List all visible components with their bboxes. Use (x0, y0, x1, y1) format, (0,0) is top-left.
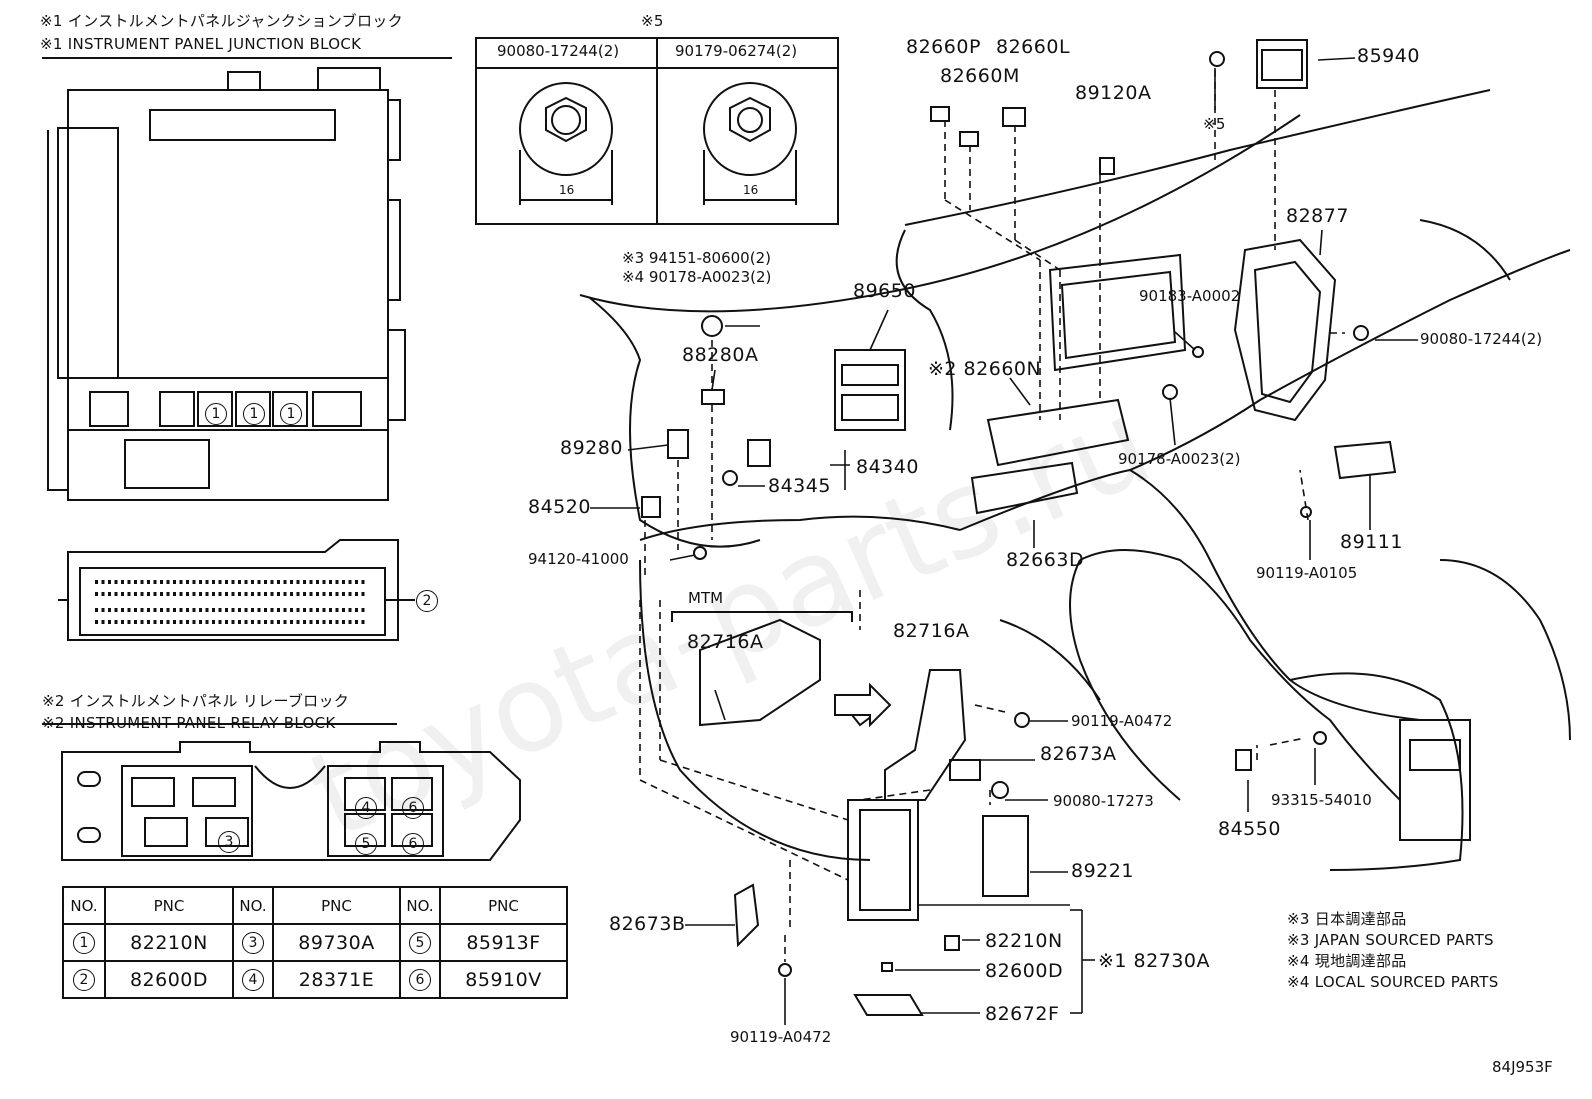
pnc-value-cell: 89730A (272, 923, 401, 962)
part-82730A[interactable]: ※1 82730A (1098, 950, 1210, 972)
nut-left-label: 90080-17244(2) (497, 42, 620, 60)
note-4-en: ※4 LOCAL SOURCED PARTS (1287, 973, 1499, 991)
part-82716A-right[interactable]: 82716A (893, 620, 970, 642)
junction-callout-1c: 1 (280, 403, 302, 425)
table-row: 1 82210N 3 89730A 5 85913F (62, 923, 568, 962)
part-90119-A0472-top[interactable]: 90119-A0472 (1071, 712, 1173, 730)
nut-right-dimension: 16 (743, 183, 759, 197)
pnc-no-cell: 3 (242, 931, 264, 954)
pnc-value-cell: 82210N (104, 923, 234, 962)
pnc-no-cell: 6 (409, 968, 431, 991)
part-82663D[interactable]: 82663D (1006, 549, 1085, 571)
part-84340[interactable]: 84340 (856, 456, 919, 478)
pnc-header-no-2: NO. (232, 886, 274, 925)
part-89221[interactable]: 89221 (1071, 860, 1134, 882)
part-82660N[interactable]: ※2 82660N (928, 358, 1042, 380)
part-82716A-left[interactable]: 82716A (687, 631, 764, 653)
part-82660M[interactable]: 82660M (940, 65, 1020, 87)
pnc-no-cell: 5 (409, 931, 431, 954)
diagram-id: 84J953F (1492, 1058, 1553, 1076)
pnc-value-cell: 85910V (439, 960, 568, 999)
pnc-value-cell: 82600D (104, 960, 234, 999)
part-93315-54010[interactable]: 93315-54010 (1271, 791, 1372, 809)
part-82673B[interactable]: 82673B (609, 913, 686, 935)
pnc-value-cell: 28371E (272, 960, 401, 999)
part-94151-80600[interactable]: ※3 94151-80600(2) (622, 249, 771, 267)
pnc-header-no-1: NO. (62, 886, 106, 925)
pnc-no-cell: 2 (73, 968, 95, 991)
dashboard-outline (579, 89, 1571, 871)
nut-box-frame (475, 37, 839, 225)
pnc-header-no-3: NO. (399, 886, 441, 925)
part-90178-A0023-top[interactable]: ※4 90178-A0023(2) (622, 268, 772, 286)
junction-block-drawing (47, 67, 406, 501)
junction-callout-1a: 1 (205, 403, 227, 425)
part-90183-A0002[interactable]: 90183-A0002 (1139, 287, 1241, 305)
part-82672F[interactable]: 82672F (985, 1003, 1060, 1025)
part-89280[interactable]: 89280 (560, 437, 623, 459)
note-4-jp: ※4 現地調達部品 (1287, 952, 1407, 970)
nut-right-label: 90179-06274(2) (675, 42, 798, 60)
part-82210N[interactable]: 82210N (985, 930, 1063, 952)
pnc-no-cell: 4 (242, 968, 264, 991)
relay-callout-6a: 6 (402, 797, 424, 819)
part-89650[interactable]: 89650 (853, 280, 916, 302)
nut-left-dimension: 16 (559, 183, 575, 197)
part-84520[interactable]: 84520 (528, 496, 591, 518)
part-90119-A0472-bottom[interactable]: 90119-A0472 (730, 1028, 832, 1046)
mtm-label: MTM (688, 589, 724, 607)
relay-callout-3: 3 (218, 831, 240, 853)
pnc-header-pnc-2: PNC (272, 886, 401, 925)
note-5-marker: ※5 (1203, 115, 1226, 133)
nut-box-note: ※5 (641, 12, 664, 30)
pnc-table-header-row: NO. PNC NO. PNC NO. PNC (62, 886, 568, 925)
pnc-value-cell: 85913F (439, 923, 568, 962)
leader-lines (590, 57, 1418, 1025)
part-90119-A0105[interactable]: 90119-A0105 (1256, 564, 1358, 582)
part-82673A[interactable]: 82673A (1040, 743, 1117, 765)
mtm-bracket (671, 611, 892, 728)
part-89111[interactable]: 89111 (1340, 531, 1403, 553)
part-82660L[interactable]: 82660L (996, 36, 1071, 58)
relay-callout-5: 5 (355, 833, 377, 855)
note-3-en: ※3 JAPAN SOURCED PARTS (1287, 931, 1494, 949)
pnc-no-cell: 1 (73, 931, 95, 954)
relay-block-title-en: ※2 INSTRUMENT PANEL RELAY BLOCK (42, 714, 336, 732)
part-90178-A0023-mid[interactable]: 90178-A0023(2) (1118, 450, 1241, 468)
nut-drawings (519, 82, 797, 205)
part-82600D[interactable]: 82600D (985, 960, 1064, 982)
junction-block-title-jp: ※1 インストルメントパネルジャンクションブロック (40, 12, 403, 30)
pnc-table: NO. PNC NO. PNC NO. PNC 1 82210N 3 89730… (62, 886, 568, 999)
junction-callout-2: 2 (416, 590, 438, 612)
relay-callout-6b: 6 (402, 833, 424, 855)
part-82660P[interactable]: 82660P (906, 36, 981, 58)
component-shapes (641, 39, 1397, 1016)
assembly-dashes (639, 70, 1345, 962)
part-94120-41000[interactable]: 94120-41000 (528, 550, 629, 568)
part-84550[interactable]: 84550 (1218, 818, 1281, 840)
part-90080-17244-right[interactable]: 90080-17244(2) (1420, 330, 1543, 348)
junction-block-title-en: ※1 INSTRUMENT PANEL JUNCTION BLOCK (40, 35, 362, 53)
relay-block-title-jp: ※2 インストルメントパネル リレーブロック (42, 692, 350, 710)
relay-callout-4: 4 (355, 797, 377, 819)
part-82877[interactable]: 82877 (1286, 205, 1349, 227)
table-row: 2 82600D 4 28371E 6 85910V (62, 960, 568, 999)
pnc-header-pnc-3: PNC (439, 886, 568, 925)
part-88280A[interactable]: 88280A (682, 344, 759, 366)
part-89120A[interactable]: 89120A (1075, 82, 1152, 104)
note-3-jp: ※3 日本調達部品 (1287, 910, 1407, 928)
part-84345[interactable]: 84345 (768, 475, 831, 497)
junction-block-side (58, 539, 415, 641)
pnc-header-pnc-1: PNC (104, 886, 234, 925)
part-85940[interactable]: 85940 (1357, 45, 1420, 67)
junction-callout-1b: 1 (243, 403, 265, 425)
part-90080-17273[interactable]: 90080-17273 (1053, 792, 1154, 810)
